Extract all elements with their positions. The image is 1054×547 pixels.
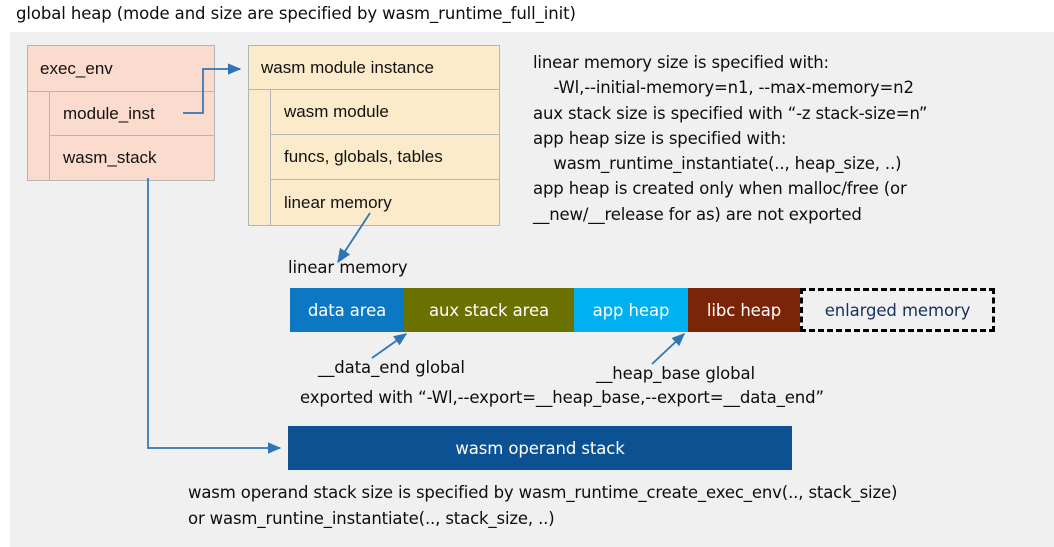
- memory-segment-app-heap: app heap: [574, 288, 688, 332]
- exec-env-box: exec_env module_inst wasm_stack: [27, 45, 215, 181]
- wasm-module-instance-gutter: [249, 90, 271, 225]
- exec-env-header: exec_env: [27, 45, 215, 92]
- linear-memory-label: linear memory: [288, 258, 408, 277]
- linear-memory-note: linear memory size is specified with: -W…: [533, 53, 928, 224]
- exec-env-gutter: [28, 92, 50, 180]
- exec-env-body: module_inst wasm_stack: [27, 92, 215, 181]
- wasm-module-instance-header: wasm module instance: [248, 45, 500, 90]
- annotation-data-end: __data_end global: [318, 358, 465, 377]
- wasm-module-instance-body: wasm module funcs, globals, tables linea…: [248, 90, 500, 226]
- page-title: global heap (mode and size are specified…: [16, 4, 576, 23]
- memory-segment-enlarged-memory: enlarged memory: [800, 288, 995, 332]
- row-linear-memory: linear memory: [284, 192, 392, 212]
- exec-env-rows: module_inst wasm_stack: [50, 92, 214, 180]
- exec-env-row-wasm-stack: wasm_stack: [63, 148, 157, 167]
- row-funcs-globals-tables: funcs, globals, tables: [271, 135, 499, 180]
- wasm-operand-stack-box: wasm operand stack: [288, 426, 792, 470]
- operand-stack-note: wasm operand stack size is specified by …: [188, 483, 898, 528]
- annotation-heap-base: __heap_base global: [596, 364, 756, 383]
- memory-segment-data-area: data area: [290, 288, 404, 332]
- exec-env-row-module-inst: module_inst: [50, 92, 214, 136]
- annotation-exported: exported with “-Wl,--export=__heap_base,…: [300, 388, 824, 407]
- row-wasm-module: wasm module: [271, 90, 499, 135]
- memory-segment-aux-stack-area: aux stack area: [404, 288, 574, 332]
- wasm-module-instance-box: wasm module instance wasm module funcs, …: [248, 45, 500, 226]
- memory-segment-libc-heap: libc heap: [688, 288, 800, 332]
- wasm-module-instance-rows: wasm module funcs, globals, tables linea…: [271, 90, 499, 225]
